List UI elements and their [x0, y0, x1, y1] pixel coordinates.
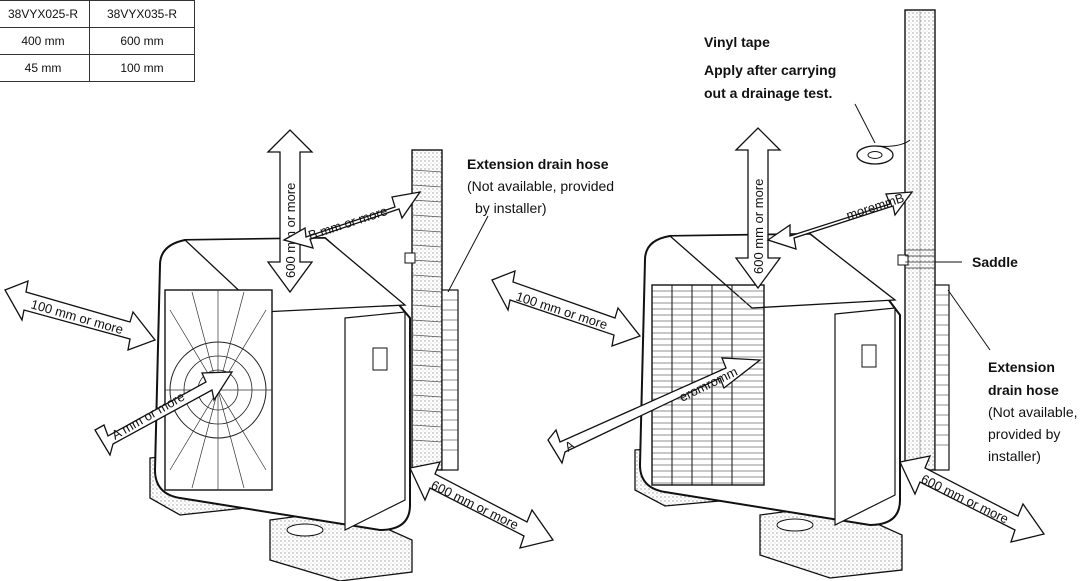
table-cell: 100 mm [89, 54, 195, 82]
right-wall-pipe [854, 9, 991, 471]
table-row: 45 mm 100 mm [0, 54, 195, 82]
right-arrow-top: 600 mm or more [734, 127, 782, 290]
left-top-arrow-label: 600 mm or more [283, 183, 298, 278]
left-arrow-bottom: 600 mm or more [409, 461, 555, 549]
left-figure: 600 mm or more B mm or more 100 mm or mo… [4, 129, 614, 581]
left-arrow-top: 600 mm or more [266, 129, 314, 294]
right-hose-note-2: provided by [988, 426, 1060, 442]
left-bottom-arrow-label: 600 mm or more [429, 477, 521, 532]
vinyl-tape-note-1: Apply after carrying [704, 62, 836, 78]
left-arrow-b: B mm or more [282, 191, 422, 249]
clearance-table: 38VYX025-R 38VYX035-R 400 mm 600 mm 45 m… [0, 0, 195, 82]
left-hose-title: Extension drain hose [467, 156, 609, 172]
table-header-cell: 38VYX025-R [0, 0, 90, 28]
right-arrow-b: moremmB [766, 190, 914, 250]
right-figure: 600 mm or more moremmB 100 mm or more A … [491, 9, 1078, 579]
left-hose-note-1: (Not available, provided [467, 178, 614, 194]
right-arrow-side: 100 mm or more [491, 269, 642, 347]
right-bottom-arrow-label: 600 mm or more [919, 471, 1011, 526]
right-arrow-bottom: 600 mm or more [899, 455, 1046, 543]
right-top-arrow-label: 600 mm or more [751, 179, 766, 274]
right-b-arrow-label: moremmB [844, 190, 906, 223]
left-hose-note-2: by installer) [475, 200, 547, 216]
table-header-row: 38VYX025-R 38VYX035-R [0, 0, 195, 28]
right-hose-title-2: drain hose [988, 382, 1059, 398]
table-cell: 45 mm [0, 54, 90, 82]
left-b-arrow-label: B mm or more [306, 203, 389, 243]
table-header-cell: 38VYX035-R [89, 0, 195, 28]
vinyl-tape-title: Vinyl tape [704, 34, 770, 50]
right-hose-note-3: installer) [988, 448, 1041, 464]
left-wall-pipe [404, 149, 489, 471]
vinyl-tape-note-2: out a drainage test. [704, 85, 832, 101]
right-hose-title-1: Extension [988, 359, 1055, 375]
right-hose-note-1: (Not available, [988, 404, 1078, 420]
right-outdoor-unit [638, 232, 901, 527]
saddle-label: Saddle [972, 254, 1018, 270]
left-arrow-side: 100 mm or more [4, 279, 157, 352]
